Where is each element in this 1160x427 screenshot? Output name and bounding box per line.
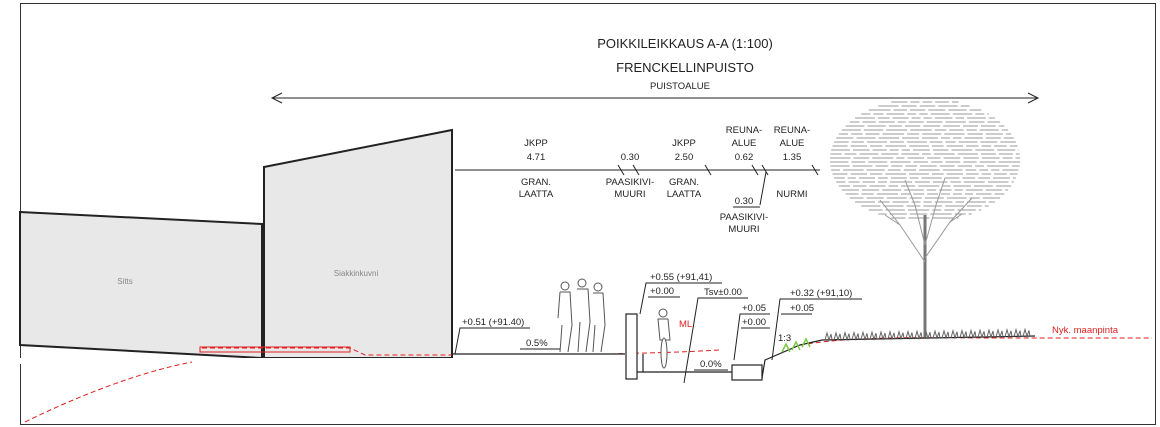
elevation-tsv: Tsv±0.00 [683,287,748,384]
embankment-grass [781,337,811,353]
grass-tuft [896,329,905,341]
slope-embankment: 1:3 [778,333,791,344]
svg-text:+0.51 (+91.40): +0.51 (+91.40) [462,317,524,328]
svg-text:0.0%: 0.0% [700,359,722,370]
grass-tuft [1004,327,1013,339]
grass-tuft [986,328,995,339]
drawing-title: POIKKILEIKKAUS A-A (1:100) [597,36,773,51]
tree-icon [830,101,1020,338]
dimension-edge-2: REUNA- ALUE 1.35 NURMI [774,125,810,200]
elevation-left: +0.51 (+91.40) [454,317,530,355]
svg-text:Tsv±0.00: Tsv±0.00 [704,287,742,298]
svg-text:+0.05: +0.05 [790,303,814,314]
svg-text:JKPP: JKPP [524,138,548,149]
svg-text:REUNA-: REUNA- [726,125,762,136]
building-right-label: Siakkinkuvni [334,269,379,278]
svg-text:+0.55 (+91,41): +0.55 (+91,41) [650,272,712,283]
grass-tuft [1022,327,1031,339]
svg-text:MUURI: MUURI [614,189,645,200]
grass-tuft [941,329,950,340]
svg-text:REUNA-: REUNA- [774,125,810,136]
svg-text:0.62: 0.62 [735,152,754,163]
terrain-section [452,313,1036,381]
svg-text:0.30: 0.30 [735,196,754,207]
dimension-jkpp-1: JKPP 4.71 GRAN. LAATTA [519,138,554,200]
svg-text:0.30: 0.30 [621,152,640,163]
grass-tuft [959,328,968,340]
grass-tuft [932,329,941,340]
dimension-jkpp-2: JKPP 2.50 GRAN. LAATTA [667,138,702,200]
dimension-wall-1: 0.30 PAASIKIVI- MUURI [606,152,654,200]
svg-text:ALUE: ALUE [732,138,757,149]
svg-text:PAASIKIVI-: PAASIKIVI- [720,212,768,223]
grass-tuft [869,330,878,341]
elevation-wall-top: +0.55 (+91,41) +0.00 [639,272,722,315]
grass-tuft [968,328,977,340]
elevation-curb: +0.05 +0.00 [733,303,770,361]
elevation-right: +0.32 (+91,10) +0.05 [771,288,862,361]
svg-text:GRAN.: GRAN. [669,177,699,188]
existing-ground-line [24,337,1152,423]
grass-tuft [1013,327,1022,339]
grass-tuft [905,329,914,341]
grass-tufts [824,327,1031,342]
cyclist-icon [657,308,671,369]
svg-text:2.50: 2.50 [675,152,694,163]
pedestrians-icon [557,278,606,353]
grass-tuft [878,330,887,341]
grass-tuft [842,330,851,342]
svg-text:JKPP: JKPP [672,138,696,149]
building-right: Siakkinkuvni [263,128,453,359]
svg-text:GRAN.: GRAN. [521,177,551,188]
building-left: Sitts [19,210,263,360]
dimension-edge-1: REUNA- ALUE 0.62 [726,125,762,163]
grass-tuft [914,329,923,341]
park-area-arrow [270,92,1040,104]
building-left-label: Sitts [117,277,133,286]
slope-left: 0.5% [520,338,560,350]
grass-tuft [824,331,833,342]
svg-text:+0.05: +0.05 [742,303,766,314]
park-area-label: PUISTOALUE [650,81,710,92]
svg-text:+0.00: +0.00 [742,317,766,328]
svg-text:LAATTA: LAATTA [667,189,702,200]
svg-text:1.35: 1.35 [783,152,802,163]
wall-note: 0.30 PAASIKIVI- MUURI [720,196,768,235]
slope-center: 0.0% [694,359,728,371]
grass-tuft [923,329,932,340]
svg-text:PAASIKIVI-: PAASIKIVI- [606,177,654,188]
drawing-subtitle: FRENCKELLINPUISTO [616,60,754,75]
dimension-line [455,164,820,206]
svg-text:MUURI: MUURI [728,224,759,235]
grass-tuft [851,330,860,342]
grass-tuft [977,328,986,339]
grass-tuft [950,328,959,340]
ml-marker: ML [679,319,692,330]
grass-tuft [860,330,869,342]
svg-text:+0.00: +0.00 [650,286,674,297]
grass-tuft [995,328,1004,339]
svg-text:LAATTA: LAATTA [519,189,554,200]
svg-text:ALUE: ALUE [780,138,805,149]
svg-text:0.5%: 0.5% [526,338,548,349]
svg-text:NURMI: NURMI [776,189,807,200]
grass-tuft [833,331,842,342]
svg-text:4.71: 4.71 [527,152,546,163]
grass-tuft [887,330,896,341]
svg-text:+0.32 (+91,10): +0.32 (+91,10) [790,288,852,299]
ground-line-label: Nyk. maanpinta [1052,325,1119,336]
